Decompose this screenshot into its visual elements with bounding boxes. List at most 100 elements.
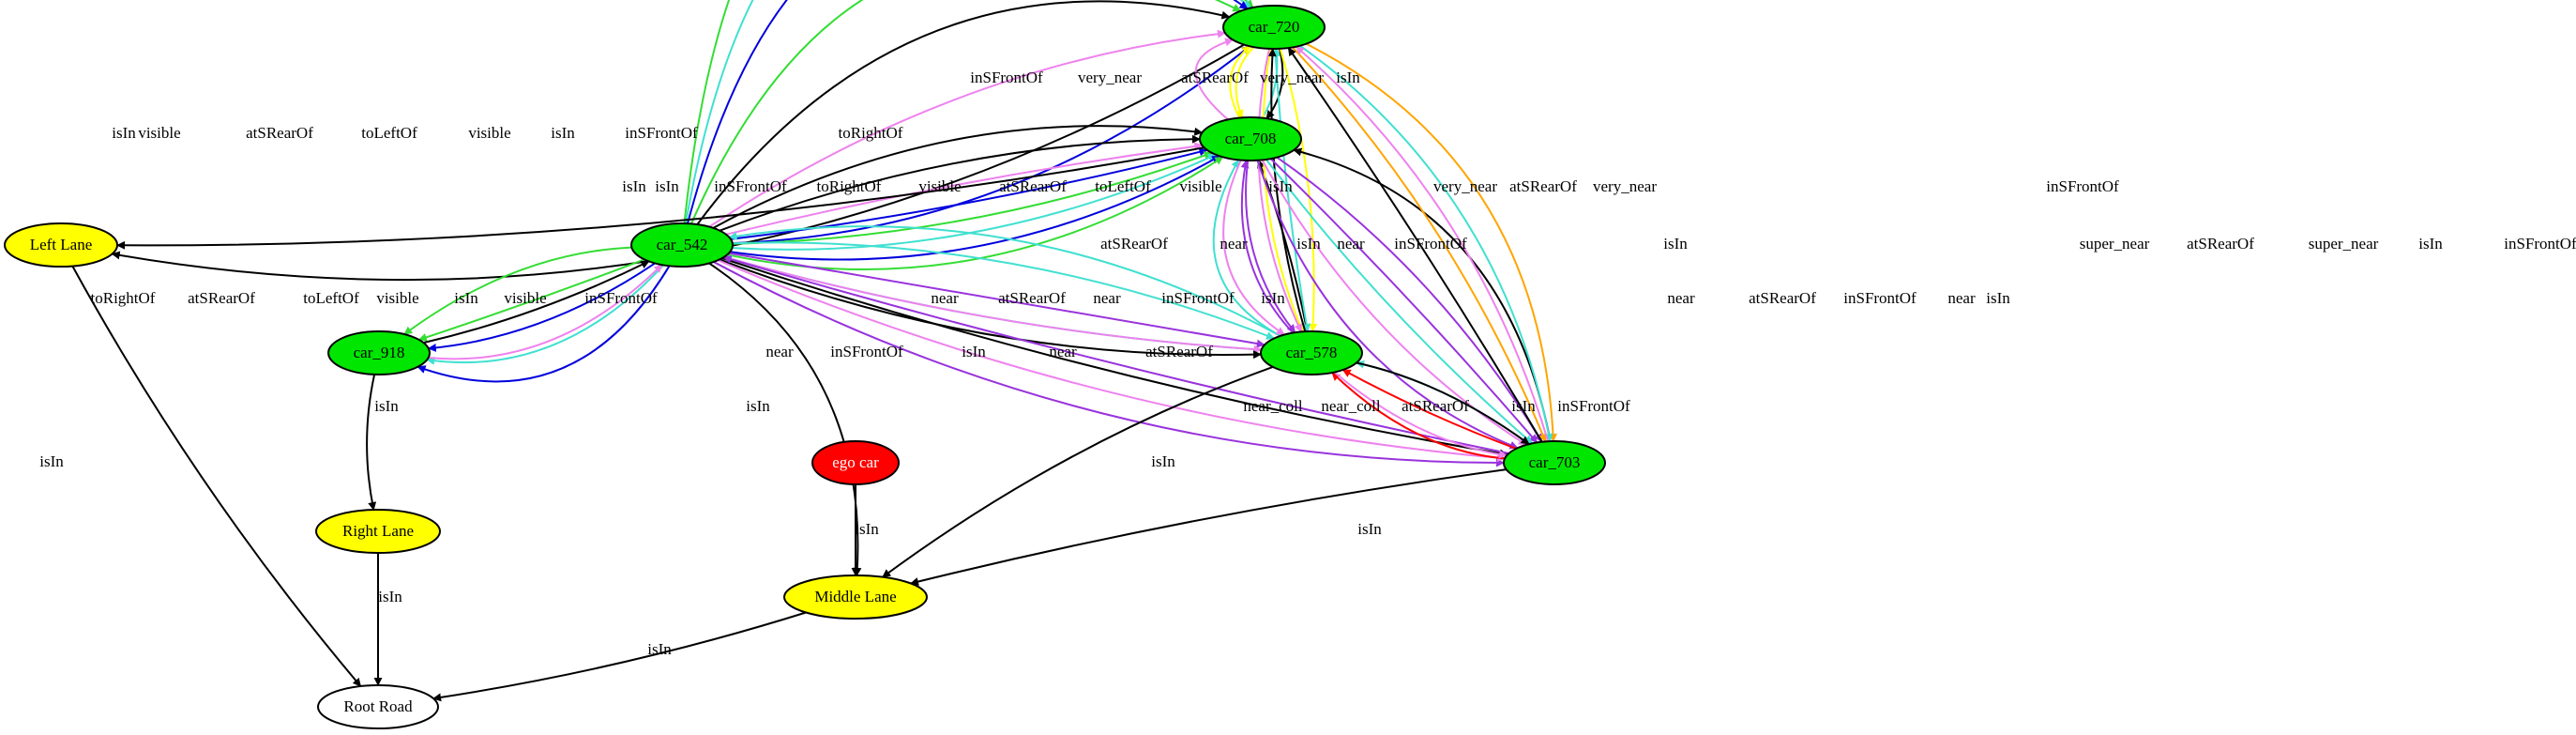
edge-car_542-car_578 [723,255,1263,354]
edge-car_918-right_lane [366,374,377,511]
edge-label: super_near [2309,235,2379,253]
node-left-lane[interactable]: Left Lane [4,222,118,268]
edge-label: isIn [1336,69,1360,86]
edge-label: atSRearOf [1181,69,1249,86]
edge-car_578-car_708 [1240,160,1294,334]
edge-car_542-car_708 [719,134,1201,232]
edge-car_542-car_708 [730,155,1221,261]
edge-label: visible [918,177,961,195]
edge-car_542-car_918 [417,265,671,383]
edge-car_542-car_720 [696,0,1231,225]
edge-label: near [1220,235,1248,253]
edge-label: inSFrontOf [1843,289,1917,307]
edge-car_708-car_703 [1276,156,1543,443]
edge-car_708-car_703 [1261,159,1527,446]
edge-car_720-car_578 [1274,48,1311,332]
edge-car_578-car_703 [1333,371,1508,459]
node-label: Root Road [343,697,413,715]
edge-label: isIn [1151,452,1175,470]
edge-label: atSRearOf [999,177,1067,195]
edge-label: atSRearOf [1145,343,1213,360]
edge-label: inSFrontOf [625,124,698,142]
edge-label: visible [468,124,510,142]
edge-label: inSFrontOf [714,177,787,195]
node-label: car_578 [1286,344,1338,361]
edge-label: inSFrontOf [1161,289,1235,307]
node-car-703[interactable]: car_703 [1503,440,1606,485]
node-shape [811,440,900,485]
edge-label: isIn [1663,235,1688,253]
edge-label: atSRearOf [1100,235,1168,253]
node-middle-lane[interactable]: Middle Lane [783,574,928,620]
edge-label: inSFrontOf [1394,235,1467,253]
edge-label: visible [504,289,546,307]
edge-label: isIn [551,124,575,142]
edge-car_720-car_703 [1292,46,1547,443]
node-right-lane[interactable]: Right Lane [315,509,441,554]
node-label: car_542 [657,236,708,253]
edge-label: isIn [1986,289,2010,307]
node-car-918[interactable]: car_918 [327,330,431,375]
edge-car_542-car_708 [712,125,1204,229]
edge-label: toLeftOf [1095,177,1151,195]
edge-car_703-car_578 [1331,372,1506,460]
edge-label: super_near [2080,235,2150,253]
edge-car_578-car_542 [728,225,1281,337]
edge-label: very_near [1078,69,1142,86]
edge-car_542-car_720 [685,0,1252,224]
nodes-layer: car_720 car_708 car_542 car_918 car_578 car_7… [4,5,1606,729]
edge-car_542-car_708 [732,153,1217,251]
edge-car_720-car_578 [1257,48,1303,333]
edge-car_542-car_578 [719,258,1262,360]
edge-car_542-car_918 [403,246,632,335]
edge-label: isIn [1268,177,1293,195]
node-root-road[interactable]: Root Road [317,684,439,729]
edge-car_542-car_578 [728,252,1265,348]
edge-car_542-car_720 [687,0,1249,224]
edge-label: visible [376,289,418,307]
node-shape [1222,5,1326,50]
node-label: car_708 [1225,130,1277,147]
edge-label: isIn [962,343,986,360]
edge-label: isIn [112,124,136,142]
node-car-720[interactable]: car_720 [1222,5,1326,50]
edge-label: near [931,289,959,307]
edge-label: isIn [378,588,402,605]
edge-label: inSFrontOf [2046,177,2119,195]
edge-car_578-car_703 [1356,361,1530,445]
edge-label: inSFrontOf [830,343,903,360]
edge-label: atSRearOf [1749,289,1816,307]
node-label: Right Lane [342,522,414,540]
edge-car_708-car_703 [1256,160,1519,450]
edge-label: near [1947,289,1976,307]
edge-car_703-car_542 [722,255,1509,454]
edge-middle_lane-root_road [432,611,807,702]
node-shape [317,684,439,729]
node-car-708[interactable]: car_708 [1199,116,1302,161]
edge-label: very_near [1433,177,1497,195]
edge-car_703-middle_lane [910,468,1507,586]
edge-label: inSFrontOf [970,69,1043,86]
edge-car_542-middle_lane [708,262,862,576]
node-label: ego car [832,453,879,471]
edge-label: isIn [655,177,679,195]
node-car-578[interactable]: car_578 [1260,330,1363,375]
edge-car_703-car_578 [1341,369,1517,450]
edge-label: near_coll [1321,397,1381,415]
edge-car_542-car_578 [732,241,1276,340]
node-label: car_918 [354,344,405,361]
edge-label: visible [1179,177,1221,195]
node-ego-car[interactable]: ego car [811,440,900,485]
edge-label: isIn [746,397,770,415]
node-car-542[interactable]: car_542 [630,222,734,268]
edge-label: isIn [1511,397,1536,415]
edge-car_918-car_542 [428,264,663,360]
edges-layer [71,0,1558,702]
edge-label: inSFrontOf [1557,397,1630,415]
edge-car_542-car_720 [689,0,1242,224]
edge-label: very_near [1593,177,1657,195]
edge-label: very_near [1260,69,1324,86]
edge-car_578-middle_lane [882,365,1274,578]
node-shape [783,574,928,620]
edge-car_708-car_720 [1194,38,1235,121]
